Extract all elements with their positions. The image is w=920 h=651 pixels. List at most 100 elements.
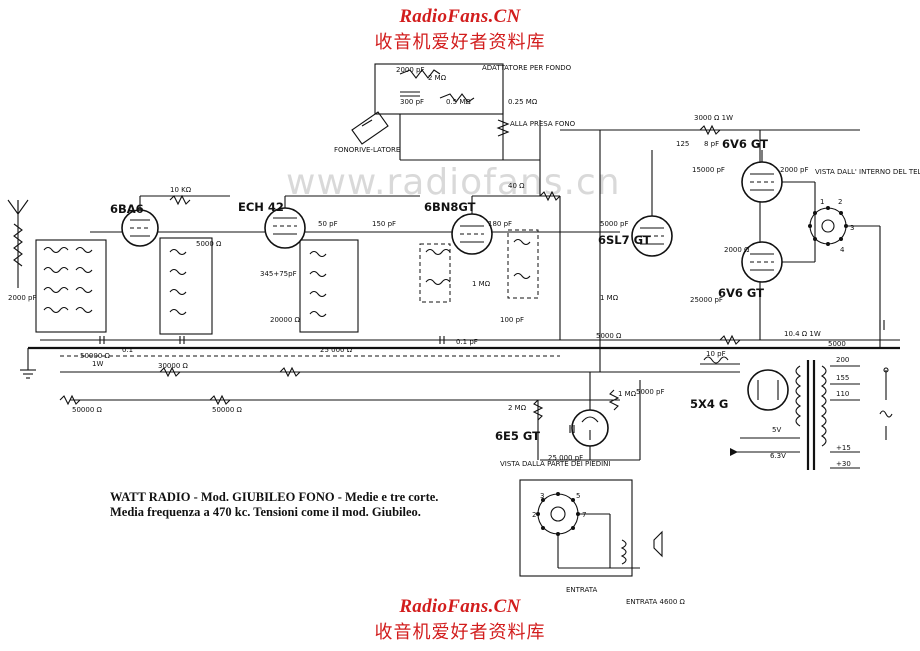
value: 345+75pF xyxy=(260,270,297,278)
value: 50000 Ω xyxy=(72,406,102,414)
pin-label: 2 xyxy=(838,198,842,206)
value: 300 pF xyxy=(400,98,424,106)
value: 100 pF xyxy=(500,316,524,324)
tap-155: 155 xyxy=(836,374,849,382)
output-socket xyxy=(808,206,881,348)
value: 15000 pF xyxy=(692,166,725,174)
pin-label: 3 xyxy=(850,224,854,232)
label-presa-fono: ALLA PRESA FONO xyxy=(510,120,576,128)
label-entrata-4600: ENTRATA 4600 Ω xyxy=(626,598,686,606)
speaker-transformer xyxy=(700,356,740,365)
magic-eye-socket xyxy=(519,479,663,577)
tube-ech42 xyxy=(264,207,306,249)
value: 2000 pF xyxy=(780,166,809,174)
value: 2 MΩ xyxy=(428,74,447,82)
tube-label-6e5gt: 6E5 GT xyxy=(495,429,540,443)
tap-15: +15 xyxy=(836,444,851,452)
tube-label-ech42: ECH 42 xyxy=(238,200,284,214)
antenna-icon xyxy=(7,199,29,288)
value: 1W xyxy=(92,360,103,368)
label-entrata: ENTRATA xyxy=(566,586,597,594)
tube-6e5gt xyxy=(571,409,609,447)
value: 50 pF xyxy=(318,220,338,228)
watermark-brand-footer: RadioFans.CN xyxy=(399,596,521,617)
value: 10 pF xyxy=(706,350,726,358)
tap-110: 110 xyxy=(836,390,849,398)
mains-switch-icon xyxy=(879,367,893,440)
value: 0.1 pF xyxy=(456,338,478,346)
value: 5000 Ω xyxy=(196,240,222,248)
tap-5v: 5V xyxy=(772,426,781,434)
value: 0.25 MΩ xyxy=(508,98,538,106)
ground-icon xyxy=(20,369,36,379)
value: 150 pF xyxy=(372,220,396,228)
label-vista-piedini: VISTA DALLA PARTE DEI PIEDINI xyxy=(500,460,610,468)
value: 180 pF xyxy=(488,220,512,228)
tube-label-6v6gt-2: 6V6 GT xyxy=(718,286,764,300)
value: 30000 Ω xyxy=(158,362,188,370)
pin-label: 3 xyxy=(540,492,544,500)
if-transformer-2 xyxy=(507,229,539,299)
pin-label: 7 xyxy=(582,511,586,519)
tube-electrodes xyxy=(130,173,779,440)
pin-label: 5 xyxy=(576,492,580,500)
tap-200: 200 xyxy=(836,356,849,364)
tube-5x4g xyxy=(747,369,789,411)
value: 50000 Ω xyxy=(212,406,242,414)
tube-6v6gt-1 xyxy=(741,161,783,203)
watermark-header: RadioFans.CN 收音机爱好者资料库 xyxy=(0,6,920,54)
value: 8 pF xyxy=(704,140,719,148)
resistors xyxy=(59,124,741,421)
label-vista-telaio: VISTA DALL' INTERNO DEL TELAIO xyxy=(815,168,920,176)
pin-label: 4 xyxy=(840,246,845,254)
power-transformer xyxy=(730,360,860,470)
watermark-subtitle: 收音机爱好者资料库 xyxy=(374,32,546,53)
oscillator-coil-bank xyxy=(299,239,359,333)
tap-6v3: 6.3V xyxy=(770,452,786,460)
value: 1 MΩ xyxy=(600,294,619,302)
tube-label-6bn8gt: 6BN8GT xyxy=(424,200,476,214)
value: 3000 Ω 1W xyxy=(694,114,733,122)
schematic-caption: WATT RADIO - Mod. GIUBILEO FONO - Medie … xyxy=(110,490,439,519)
antenna-coil-bank xyxy=(35,239,107,333)
value: 1 MΩ xyxy=(472,280,491,288)
tube-label-6ba6: 6BA6 xyxy=(110,202,144,216)
value: 10 KΩ xyxy=(170,186,192,194)
tap-30: +30 xyxy=(836,460,851,468)
watermark-brand: RadioFans.CN xyxy=(399,6,521,27)
value: 1 MΩ xyxy=(618,390,637,398)
value: 5000 xyxy=(828,340,846,348)
watermark-footer: RadioFans.CN 收音机爱好者资料库 xyxy=(0,596,920,644)
label-adattatore: ADATTATORE PER FONDO xyxy=(482,64,572,72)
value: 2 MΩ xyxy=(508,404,527,412)
tube-label-6v6gt-1: 6V6 GT xyxy=(722,137,768,151)
value: 40 Ω xyxy=(508,182,525,190)
fono-adapter xyxy=(374,63,541,196)
value: 0.1 xyxy=(122,346,133,354)
value: 20000 Ω xyxy=(270,316,300,324)
value: 5000 Ω xyxy=(596,332,622,340)
value: 5000 pF xyxy=(636,388,665,396)
value: 25 000 Ω xyxy=(320,346,353,354)
value: 125 xyxy=(676,140,689,148)
value: 10.4 Ω 1W xyxy=(784,330,821,338)
label-antenna-cap: 2000 pF xyxy=(8,294,37,302)
tube-label-6sl7gt: 6SL7 GT xyxy=(598,233,651,247)
phono-pickup-icon xyxy=(351,111,389,145)
tube-6bn8gt xyxy=(451,213,493,255)
pin-label: 1 xyxy=(820,198,824,206)
tube-label-5x4g: 5X4 G xyxy=(690,397,728,411)
value: 25000 pF xyxy=(690,296,723,304)
value: 2000 pF xyxy=(396,66,425,74)
pin-label: 2 xyxy=(532,511,536,519)
label-fonorivelatore: FONORIVE-LATORE xyxy=(334,146,400,154)
value: 25 000 pF xyxy=(548,454,583,462)
rf-coil-bank xyxy=(159,237,213,335)
value: 0.5 MΩ xyxy=(446,98,471,106)
value: 5000 pF xyxy=(600,220,629,228)
if-transformer-1 xyxy=(419,243,451,303)
value: 50000 Ω xyxy=(80,352,110,360)
value: 2000 Ω xyxy=(724,246,750,254)
